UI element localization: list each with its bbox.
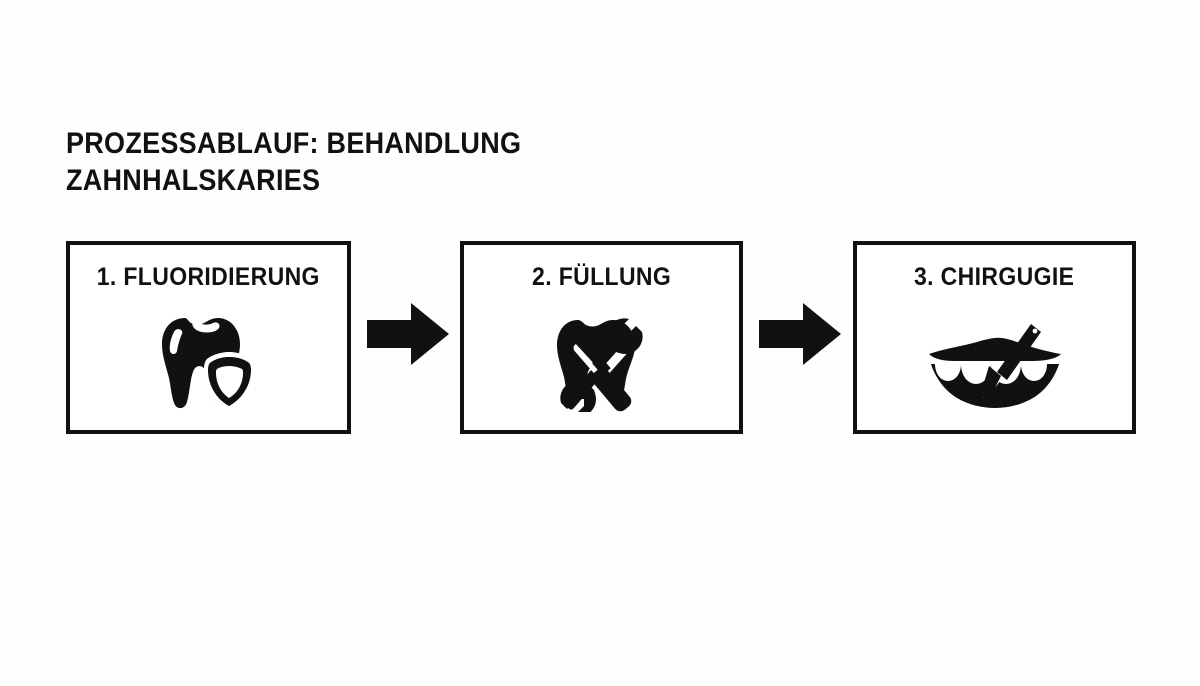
mouth-scalpel-icon (857, 307, 1132, 417)
step-3-label: 3. CHIRGUGIE (857, 262, 1132, 292)
arrow-right-icon-1 (367, 303, 449, 365)
process-step-1[interactable]: 1. FLUORIDIERUNG (66, 241, 351, 434)
tooth-shield-icon (70, 307, 347, 417)
step-3-label-text: 3. CHIRGUGIE (914, 263, 1075, 291)
step-2-label: 2. FÜLLUNG (464, 262, 739, 292)
step-2-label-text: 2. FÜLLUNG (531, 263, 672, 291)
step-1-label-text: 1. FLUORIDIERUNG (96, 263, 321, 291)
page-title: PROZESSABLAUF: BEHANDLUNG ZAHNHALSKARIES (66, 127, 522, 197)
step-1-label: 1. FLUORIDIERUNG (70, 262, 347, 292)
tooth-tools-icon (464, 307, 739, 417)
process-step-2[interactable]: 2. FÜLLUNG (460, 241, 743, 434)
arrow-right-icon-2 (759, 303, 841, 365)
process-step-3[interactable]: 3. CHIRGUGIE (853, 241, 1136, 434)
